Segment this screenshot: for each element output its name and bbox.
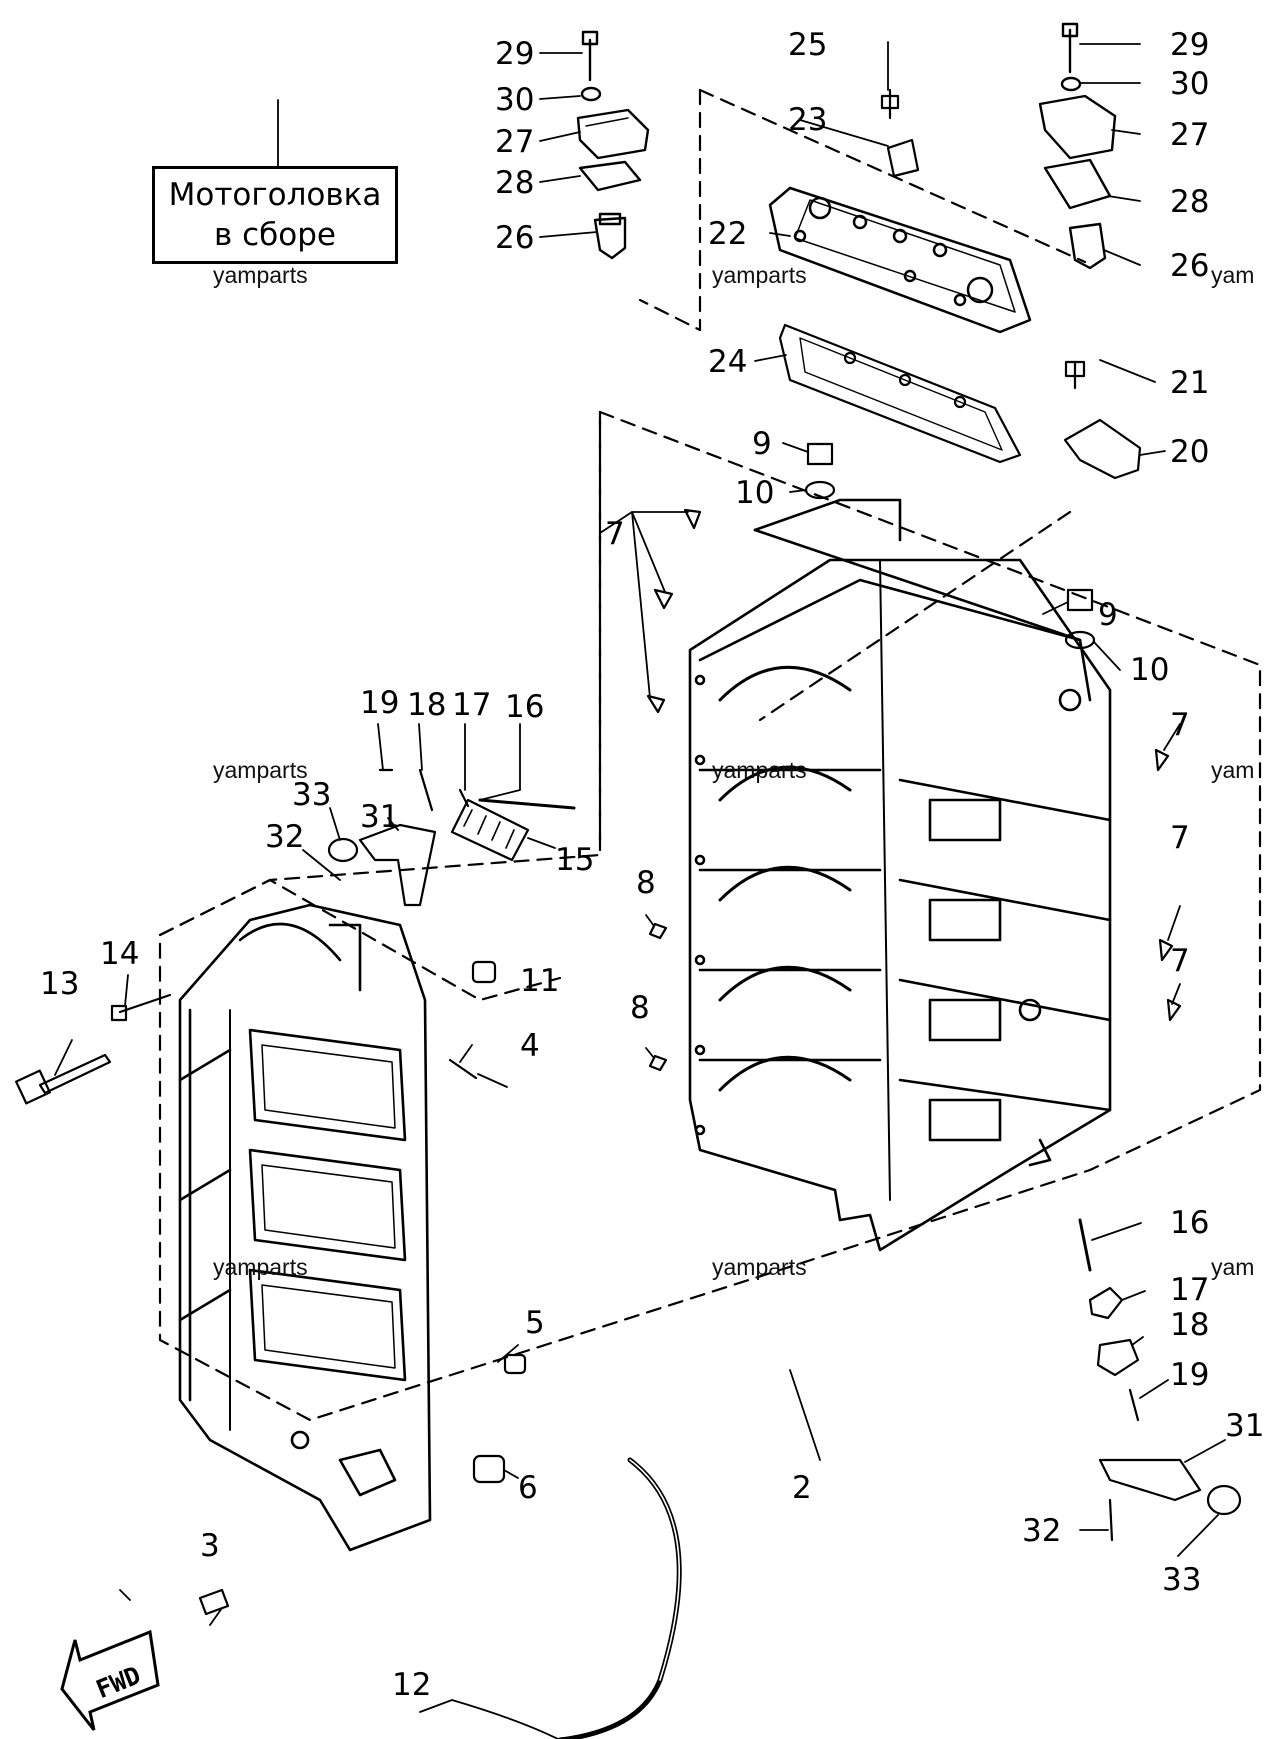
callout-7-topleft: 7 [605,516,625,552]
callout-28-left: 28 [495,165,534,201]
callout-15: 15 [555,842,594,878]
head-cover-part [768,186,1032,334]
callout-9-right: 9 [1098,597,1118,633]
callout-13: 13 [40,966,79,1002]
callout-19-bottom: 19 [1170,1357,1209,1393]
callout-22: 22 [708,216,747,252]
title-line-2: в сборе [213,217,336,253]
callout-21: 21 [1170,365,1209,401]
callout-19-top: 19 [360,685,399,721]
callout-3: 3 [200,1528,220,1564]
callout-30-right: 30 [1170,66,1209,102]
callout-33-bottom: 33 [1162,1562,1201,1598]
callout-numbers: 29 30 27 28 26 25 23 22 24 29 30 27 28 2… [40,27,1264,1703]
callout-16-top: 16 [505,689,544,725]
callout-31-top: 31 [360,799,399,835]
callout-14: 14 [100,936,139,972]
callout-26-right: 26 [1170,248,1209,284]
callout-11: 11 [520,963,559,999]
callout-8-upper: 8 [636,865,656,901]
watermark-3: yam [1211,262,1255,288]
callout-32-bottom: 32 [1022,1513,1061,1549]
callout-31-bottom: 31 [1225,1408,1264,1444]
callout-25: 25 [788,27,827,63]
callout-29-left: 29 [495,36,534,72]
callout-18-bottom: 18 [1170,1307,1209,1343]
watermark-1: yamparts [213,262,308,288]
callout-32-top: 32 [265,819,304,855]
callout-10-right: 10 [1130,652,1169,688]
callout-5: 5 [525,1305,545,1341]
callout-27-left: 27 [495,124,534,160]
callout-7-right-b: 7 [1170,820,1190,856]
callout-6: 6 [518,1470,538,1506]
callout-28-right: 28 [1170,184,1209,220]
callout-29-right: 29 [1170,27,1209,63]
callout-17-bottom: 17 [1170,1272,1209,1308]
watermark-9: yam [1211,1254,1255,1280]
thermostat-right-parts [1038,22,1117,270]
assembly-outline-dashed [158,88,1262,1422]
watermark-8: yamparts [712,1254,807,1280]
fastener-parts [15,442,1242,1616]
watermark-4: yamparts [213,757,308,783]
callout-7-right-c: 7 [1170,943,1190,979]
assembly-title-box: Мотоголовка в сборе [152,166,398,264]
crankcase-block [688,498,1112,1252]
anode-bracket-parts [880,88,1142,480]
watermark-2: yamparts [712,262,807,288]
callout-4: 4 [520,1028,540,1064]
callout-27-right: 27 [1170,117,1209,153]
callout-30-left: 30 [495,82,534,118]
callout-16-bottom: 16 [1170,1205,1209,1241]
callout-23: 23 [788,102,827,138]
callout-10-top: 10 [735,475,774,511]
leader-lines [54,41,1226,1739]
watermark-5: yamparts [712,757,807,783]
watermark-6: yam [1211,757,1255,783]
head-gasket-part [778,323,1022,464]
fwd-arrow: FWD [60,1629,160,1731]
callout-7-right-a: 7 [1170,707,1190,743]
callout-9-top: 9 [752,426,772,462]
callout-24: 24 [708,344,747,380]
callout-8-lower: 8 [630,990,650,1026]
callout-12: 12 [392,1667,431,1703]
thermostat-left-parts [576,30,650,260]
callout-33-top: 33 [292,777,331,813]
callout-18-top: 18 [407,687,446,723]
title-line-1: Мотоголовка [168,177,382,213]
watermark-7: yamparts [213,1254,308,1280]
callout-17-top: 17 [452,687,491,723]
hose-part [557,1457,682,1739]
callout-2: 2 [792,1470,812,1506]
cylinder-block-left [178,903,432,1552]
callout-20: 20 [1170,434,1209,470]
callout-26-left: 26 [495,220,534,256]
